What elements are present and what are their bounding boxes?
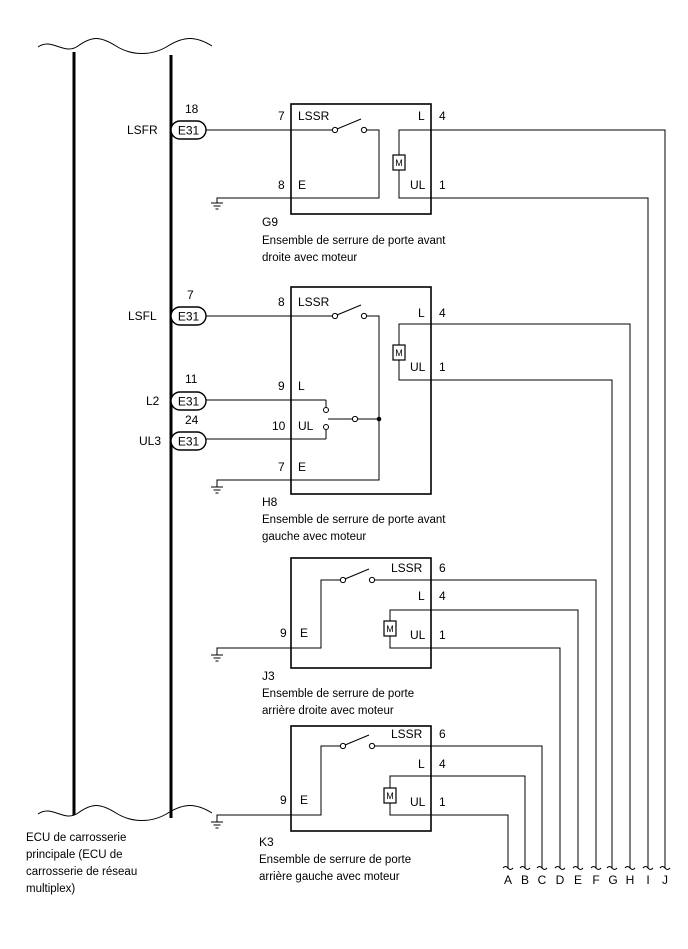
motor-symbol: M: [395, 348, 403, 358]
pin-l: 4: [439, 306, 446, 320]
pin-ul-in: 10: [272, 419, 286, 433]
continuation-letter-f: F: [592, 873, 599, 887]
pin-e: 7: [278, 460, 285, 474]
connector-pin: 11: [185, 372, 198, 386]
assembly-h8-id: H8: [262, 495, 278, 509]
assembly-k3-id: K3: [259, 835, 274, 849]
pin-l: 4: [439, 757, 446, 771]
connector-l2: L2 11 E31: [146, 372, 207, 411]
connector-pin: 7: [187, 288, 194, 302]
assembly-g9-caption-1: Ensemble de serrure de porte avant: [262, 235, 446, 247]
pin-ul: 1: [439, 795, 446, 809]
assembly-j3-caption-1: Ensemble de serrure de porte: [262, 688, 414, 700]
ecu-caption-line-2: principale (ECU de: [26, 849, 123, 861]
label-ul-in: UL: [298, 419, 314, 433]
label-lssr: LSSR: [391, 727, 423, 741]
motor-symbol: M: [386, 791, 394, 801]
pin-e: 9: [280, 793, 287, 807]
connector-signal: UL3: [139, 434, 161, 448]
continuation-letter-j: J: [662, 873, 668, 887]
label-l: L: [418, 589, 425, 603]
connector-pin: 24: [185, 413, 199, 427]
ecu-body: [37, 38, 213, 821]
label-e: E: [300, 793, 308, 807]
label-ul: UL: [410, 360, 426, 374]
ecu-caption-line-4: multiplex): [26, 883, 75, 895]
continuation-letters: A B C D E F G H I J: [504, 873, 668, 887]
assembly-j3: LSSR 6 9 E M L UL 4 1: [211, 557, 597, 868]
connector-signal: LSFL: [128, 309, 157, 323]
ecu-caption-line-1: ECU de carrosserie: [26, 832, 126, 844]
assembly-g9-id: G9: [262, 215, 278, 229]
label-ul: UL: [410, 178, 426, 192]
motor-symbol: M: [395, 158, 403, 168]
connector-signal: LSFR: [127, 123, 158, 137]
ecu-caption-line-3: carrosserie de réseau: [26, 866, 137, 878]
assembly-h8-caption-2: gauche avec moteur: [262, 531, 366, 543]
pin-l-in: 9: [278, 379, 285, 393]
pin-ul: 1: [439, 178, 446, 192]
label-l: L: [418, 306, 425, 320]
label-lssr: LSSR: [391, 561, 423, 575]
label-lssr: LSSR: [298, 109, 330, 123]
connector-pin: 18: [185, 102, 199, 116]
connector-lsfl: LSFL 7 E31: [128, 288, 207, 326]
connector-code: E31: [178, 395, 200, 409]
motor-symbol: M: [386, 624, 394, 634]
pin-lssr: 6: [439, 727, 446, 741]
pin-e: 8: [278, 178, 285, 192]
connector-ul3: UL3 24 E31: [139, 413, 207, 451]
assembly-g9: 7 LSSR 8 E M L UL 4 1: [206, 103, 666, 868]
connector-code: E31: [178, 124, 200, 138]
assembly-k3-caption-2: arrière gauche avec moteur: [259, 871, 400, 883]
continuation-letter-b: B: [521, 873, 529, 887]
assembly-g9-caption-2: droite avec moteur: [262, 252, 357, 264]
connector-lsfr: LSFR 18 E31: [127, 102, 207, 140]
label-lssr: LSSR: [298, 295, 330, 309]
pin-ul: 1: [439, 360, 446, 374]
label-e: E: [300, 626, 308, 640]
label-e: E: [298, 178, 306, 192]
pin-l: 4: [439, 109, 446, 123]
label-l: L: [418, 757, 425, 771]
pin-lssr: 6: [439, 561, 446, 575]
label-ul: UL: [410, 795, 426, 809]
assembly-h8: 8 LSSR 9 L 10 UL 7 E M L UL 4 1: [206, 286, 631, 868]
label-ul: UL: [410, 628, 426, 642]
label-e: E: [298, 460, 306, 474]
pin-lssr: 7: [278, 109, 285, 123]
label-l-in: L: [298, 379, 305, 393]
pin-e: 9: [280, 626, 287, 640]
continuation-letter-g: G: [608, 873, 617, 887]
pin-l: 4: [439, 589, 446, 603]
assembly-h8-caption-1: Ensemble de serrure de porte avant: [262, 514, 446, 526]
continuation-breaks: [502, 866, 671, 870]
continuation-letter-d: D: [556, 873, 565, 887]
connector-code: E31: [178, 310, 200, 324]
continuation-letter-h: H: [626, 873, 635, 887]
pin-ul: 1: [439, 628, 446, 642]
continuation-letter-i: I: [646, 873, 649, 887]
continuation-letter-a: A: [504, 873, 512, 887]
label-l: L: [418, 109, 425, 123]
continuation-letter-e: E: [574, 873, 582, 887]
connector-code: E31: [178, 435, 200, 449]
connector-signal: L2: [146, 394, 160, 408]
assembly-k3-caption-1: Ensemble de serrure de porte: [259, 854, 411, 866]
continuation-letter-c: C: [538, 873, 547, 887]
assembly-k3: LSSR 6 9 E M L UL 4 1: [211, 725, 543, 868]
assembly-j3-caption-2: arrière droite avec moteur: [262, 705, 394, 717]
assembly-j3-id: J3: [262, 669, 275, 683]
pin-lssr: 8: [278, 295, 285, 309]
